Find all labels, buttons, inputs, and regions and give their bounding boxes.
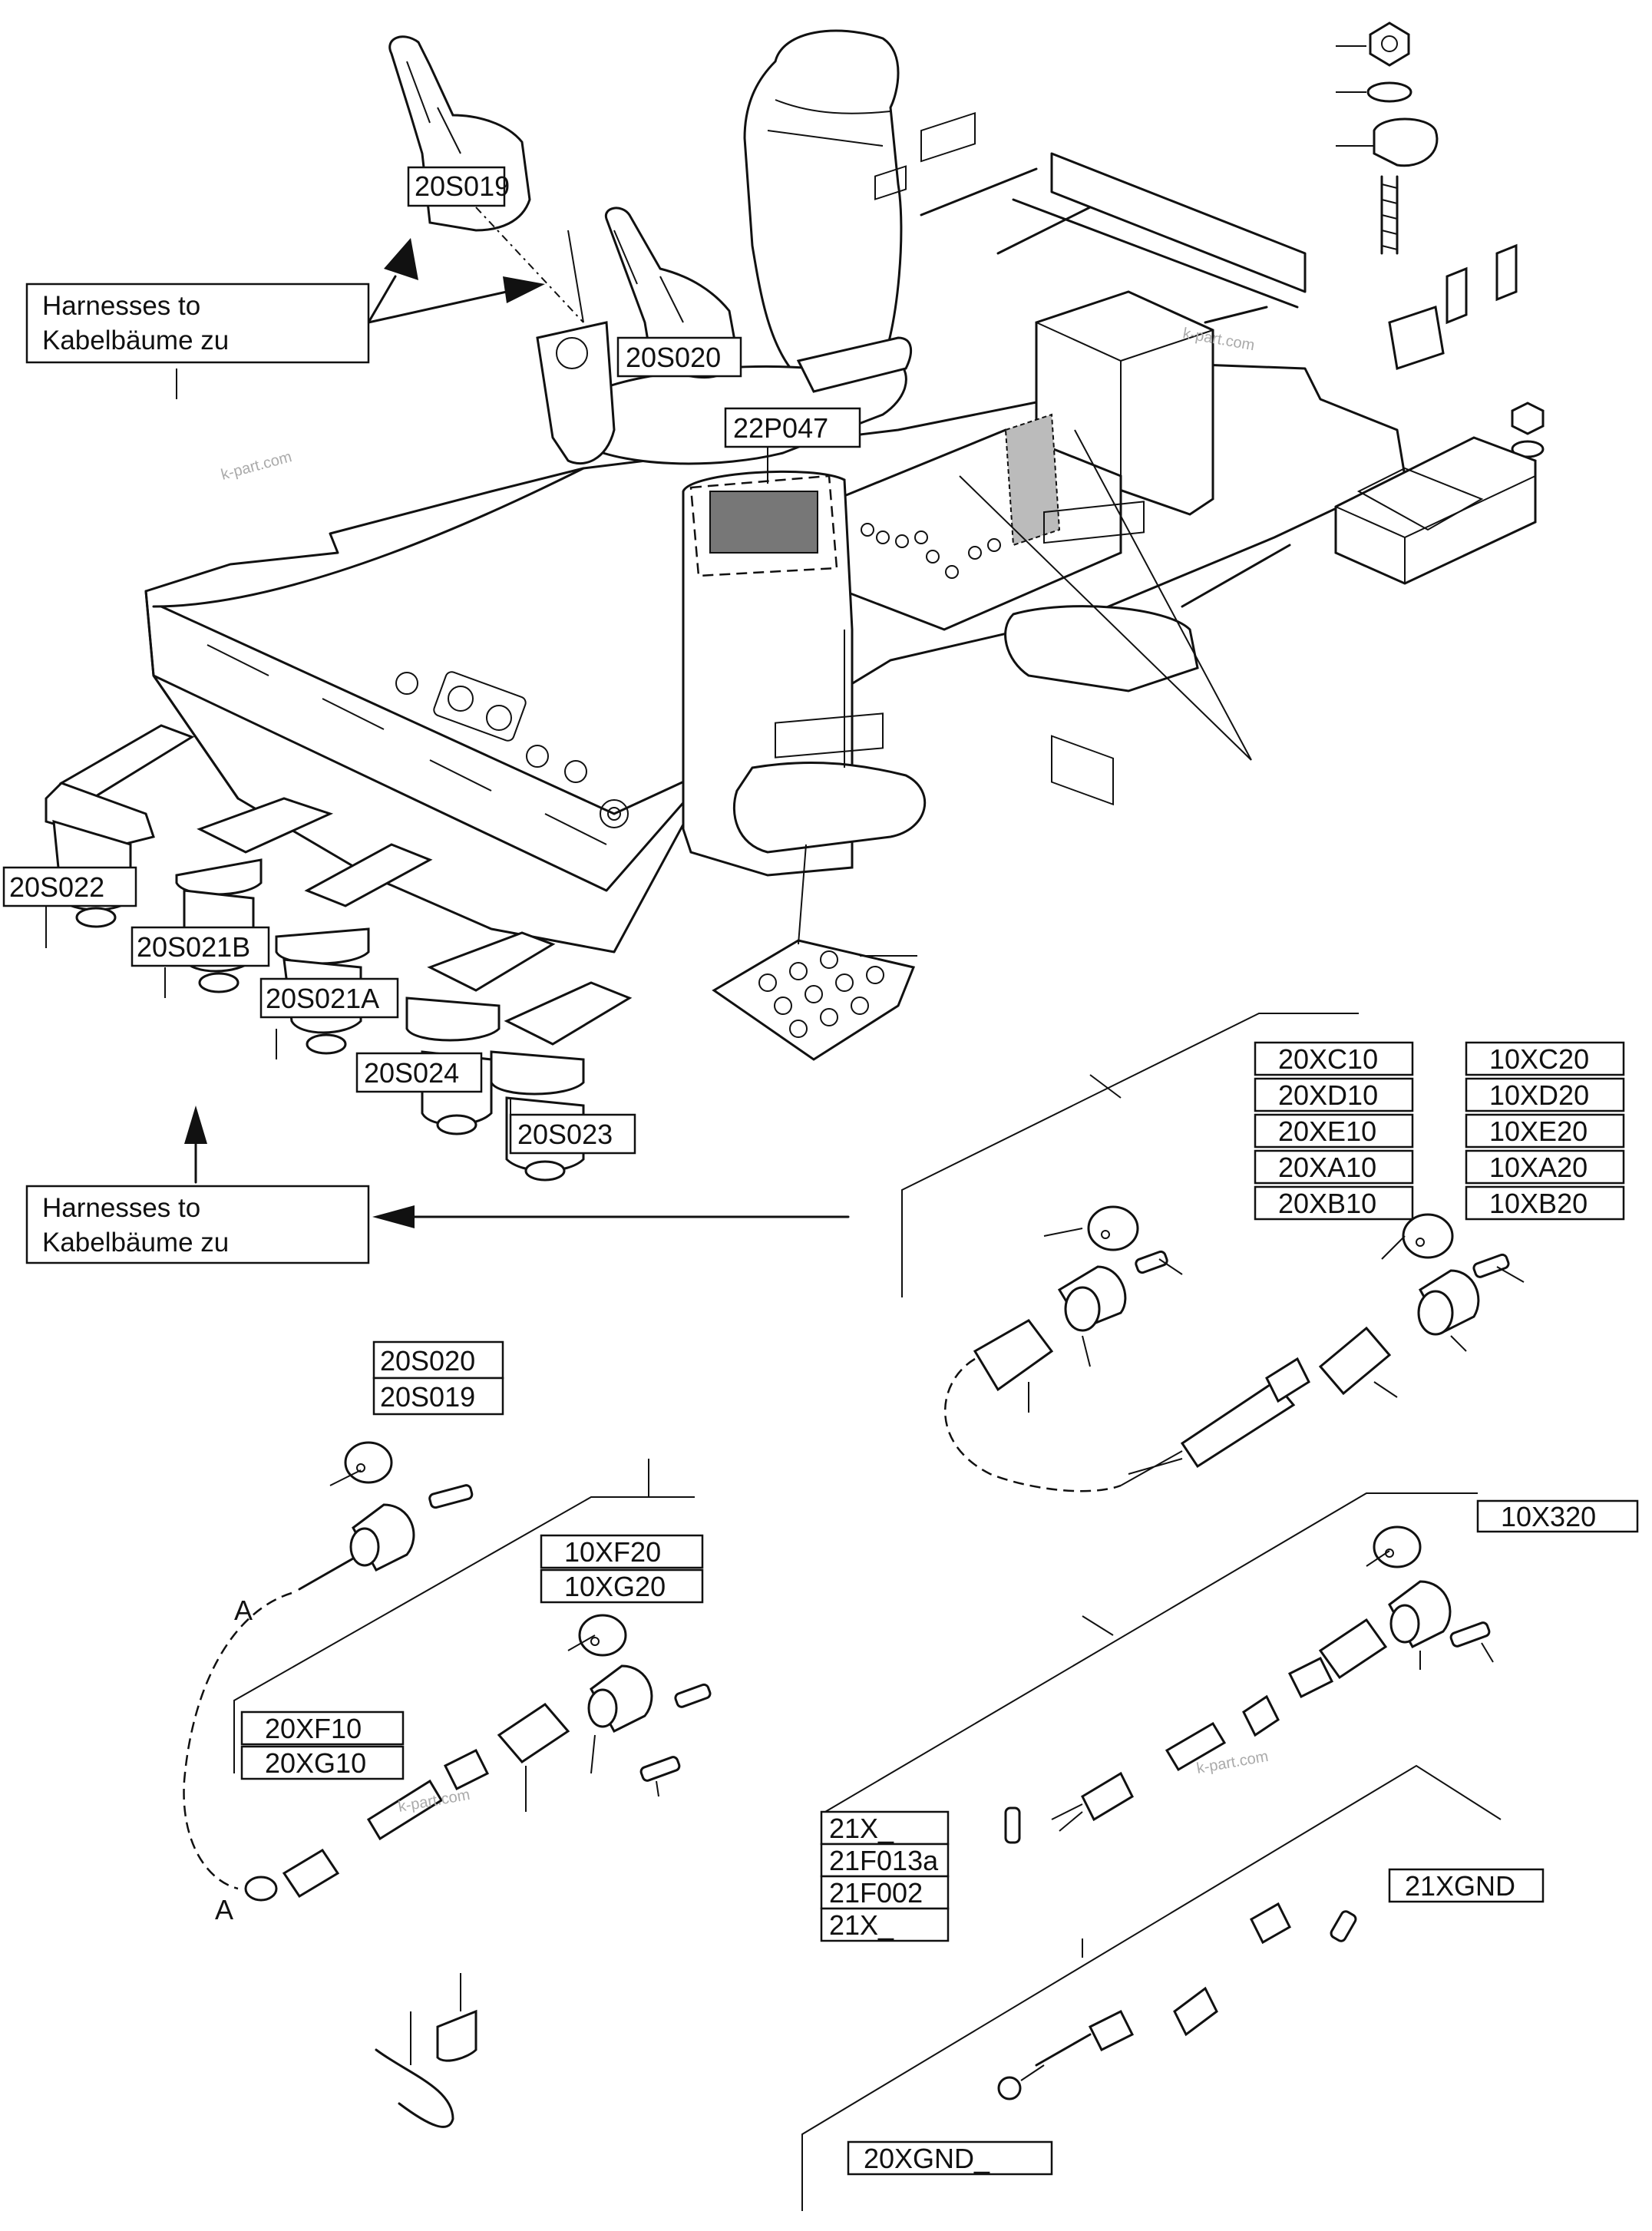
label-10X320: 10X320 — [1476, 1499, 1639, 1533]
label-21XGND: 21XGND — [1388, 1868, 1545, 1903]
svg-text:10XA20: 10XA20 — [1489, 1152, 1588, 1183]
label-20XGND: 20XGND_ — [847, 2140, 1053, 2176]
label-10XG20: 10XG20 — [540, 1568, 704, 1604]
watermark-1: k-part.com — [220, 448, 294, 484]
svg-text:20XE10: 20XE10 — [1278, 1116, 1376, 1147]
svg-text:21XGND: 21XGND — [1405, 1870, 1515, 1902]
label-20S023: 20S023 — [509, 1113, 636, 1155]
svg-text:21X_: 21X_ — [829, 1813, 894, 1844]
label-21X-a: 21X_ — [820, 1810, 950, 1846]
label-21F013a: 21F013a — [820, 1843, 950, 1878]
svg-text:20XB10: 20XB10 — [1278, 1188, 1376, 1219]
joystick-20S020 — [604, 207, 738, 379]
svg-text:10X320: 10X320 — [1501, 1501, 1596, 1532]
svg-text:20S019: 20S019 — [415, 170, 510, 202]
svg-text:20XD10: 20XD10 — [1278, 1079, 1378, 1111]
label-22P047: 22P047 — [724, 407, 861, 448]
label-20XE10: 20XE10 — [1254, 1113, 1414, 1149]
marker-a-top: A — [234, 1595, 253, 1626]
svg-text:22P047: 22P047 — [733, 412, 828, 444]
label-20XC10: 20XC10 — [1254, 1041, 1414, 1076]
svg-text:20XGND_: 20XGND_ — [864, 2143, 990, 2174]
label-21X-b: 21X_ — [820, 1907, 950, 1942]
label-20S022: 20S022 — [2, 866, 137, 907]
marker-a-bottom: A — [215, 1894, 233, 1925]
label-20S019: 20S019 — [407, 166, 510, 207]
svg-text:10XC20: 10XC20 — [1489, 1043, 1589, 1075]
harness-note-bottom-line2: Kabelbäume zu — [42, 1228, 229, 1258]
label-20S024: 20S024 — [355, 1052, 483, 1093]
connector-group-10X320: 10X320 21X_ 21F013a 21F002 21X_ — [820, 1492, 1639, 1942]
grommet-plate — [712, 939, 917, 1061]
label-20XG10: 20XG10 — [240, 1745, 405, 1780]
svg-text:10XB20: 10XB20 — [1489, 1188, 1588, 1219]
svg-text:20XC10: 20XC10 — [1278, 1043, 1378, 1075]
svg-text:21F013a: 21F013a — [829, 1845, 939, 1876]
svg-text:20XA10: 20XA10 — [1278, 1152, 1376, 1183]
svg-text:20S023: 20S023 — [517, 1119, 613, 1150]
connector-group-20S: 20S020 20S019 A A 10XF20 10XG20 20XF10 2… — [183, 1340, 712, 2128]
label-10XE20: 10XE20 — [1465, 1113, 1625, 1149]
svg-text:10XF20: 10XF20 — [564, 1536, 661, 1568]
label-10XB20: 10XB20 — [1465, 1185, 1625, 1221]
svg-text:20XG10: 20XG10 — [265, 1747, 366, 1779]
label-20XA10: 20XA10 — [1254, 1149, 1414, 1185]
label-20S021A: 20S021A — [259, 977, 399, 1019]
label-20S020: 20S020 — [616, 336, 742, 378]
svg-text:10XE20: 10XE20 — [1489, 1116, 1588, 1147]
svg-text:20XF10: 20XF10 — [265, 1713, 362, 1744]
right-console — [835, 112, 1214, 806]
svg-text:20S019: 20S019 — [380, 1381, 475, 1413]
svg-text:21F002: 21F002 — [829, 1877, 923, 1909]
connector-group-gnd: 21XGND 20XGND_ — [801, 1764, 1545, 2211]
svg-text:10XD20: 10XD20 — [1489, 1079, 1589, 1111]
svg-text:20S020: 20S020 — [626, 342, 721, 373]
label-20XD10: 20XD10 — [1254, 1077, 1414, 1112]
harness-arrows — [184, 238, 850, 1228]
svg-text:20S022: 20S022 — [9, 871, 104, 903]
harness-note-top: Harnesses to Kabelbäume zu — [25, 283, 370, 364]
label-10XC20: 10XC20 — [1465, 1041, 1625, 1076]
label-20XB10: 20XB10 — [1254, 1185, 1414, 1221]
harness-note-bottom: Harnesses to Kabelbäume zu — [25, 1185, 370, 1264]
svg-text:20S021B: 20S021B — [137, 931, 250, 963]
svg-text:20S020: 20S020 — [380, 1345, 475, 1377]
label-20S021B: 20S021B — [131, 926, 270, 967]
operator-seat — [536, 29, 913, 465]
label-21F002: 21F002 — [820, 1875, 950, 1910]
label-20XF10: 20XF10 — [240, 1710, 405, 1746]
svg-text:20S024: 20S024 — [364, 1057, 459, 1089]
svg-text:10XG20: 10XG20 — [564, 1571, 666, 1602]
monitor-column — [682, 470, 1199, 877]
label-20S019-b: 20S019 — [372, 1377, 504, 1416]
connector-group-xc-xb: 20XC10 20XD10 20XE10 20XA10 20XB10 10XC2… — [901, 1013, 1625, 1492]
label-10XA20: 10XA20 — [1465, 1149, 1625, 1185]
svg-text:21X_: 21X_ — [829, 1909, 894, 1941]
label-10XD20: 10XD20 — [1465, 1077, 1625, 1112]
cab-floor-frame — [144, 152, 1406, 954]
svg-text:20S021A: 20S021A — [266, 983, 379, 1014]
harness-note-bottom-line1: Harnesses to — [42, 1193, 200, 1223]
hardware-parts — [1334, 21, 1545, 585]
label-20S020-b: 20S020 — [372, 1340, 504, 1380]
harness-note-top-line2: Kabelbäume zu — [42, 326, 229, 355]
label-10XF20: 10XF20 — [540, 1534, 704, 1569]
harness-note-top-line1: Harnesses to — [42, 291, 200, 321]
